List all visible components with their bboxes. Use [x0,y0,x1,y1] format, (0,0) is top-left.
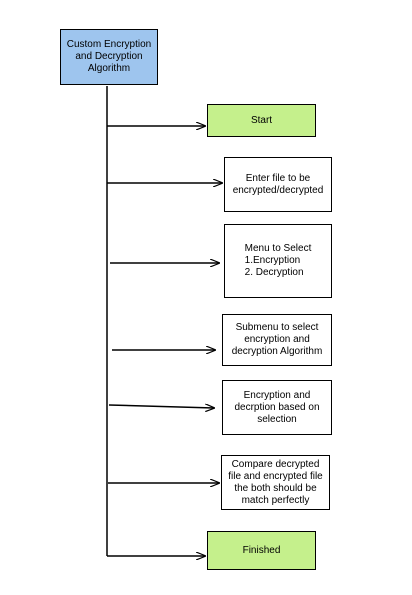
compare-node: Compare decrypted file and encrypted fil… [221,455,330,510]
process-node: Encryption and decrption based on select… [222,380,332,435]
finished-node: Finished [207,531,316,570]
start-node: Start [207,104,316,137]
menu-node-text: Menu to Select 1.Encryption 2. Decryptio… [244,243,312,278]
enter-file-node: Enter file to be encrypted/decrypted [224,157,332,212]
submenu-node: Submenu to select encryption and decrypt… [222,314,332,366]
title-node: Custom Encryption and Decryption Algorit… [60,29,158,85]
arrow-to-process [108,405,214,408]
menu-node: Menu to Select 1.Encryption 2. Decryptio… [224,224,332,298]
